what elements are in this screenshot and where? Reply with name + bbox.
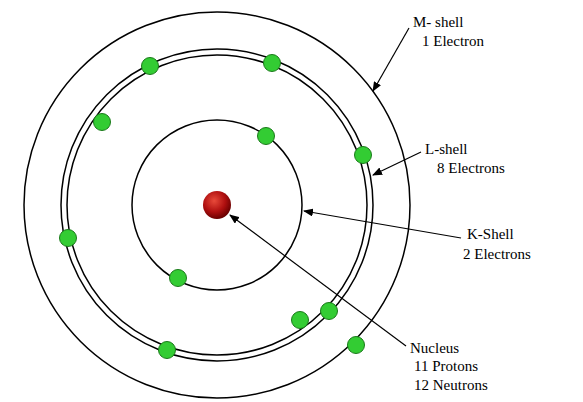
k-shell-orbit	[132, 120, 302, 290]
l-shell-orbit	[61, 49, 373, 361]
shell-label: L-shell	[425, 141, 468, 158]
shell-label: 12 Neutrons	[414, 377, 488, 394]
shell-label: 11 Protons	[414, 358, 478, 375]
shell-label: Nucleus	[410, 340, 459, 357]
shell-label: 1 Electron	[422, 33, 484, 50]
shell-label: M- shell	[413, 14, 463, 31]
shell-label: K-Shell	[467, 226, 514, 243]
l-shell-orbit	[67, 55, 367, 355]
leader-lines	[230, 28, 461, 346]
nucleus	[203, 191, 231, 219]
m-shell-orbit	[24, 12, 410, 398]
shell-label: 8 Electrons	[437, 160, 505, 177]
electrons	[60, 55, 372, 359]
shell-label: 2 Electrons	[463, 246, 531, 263]
